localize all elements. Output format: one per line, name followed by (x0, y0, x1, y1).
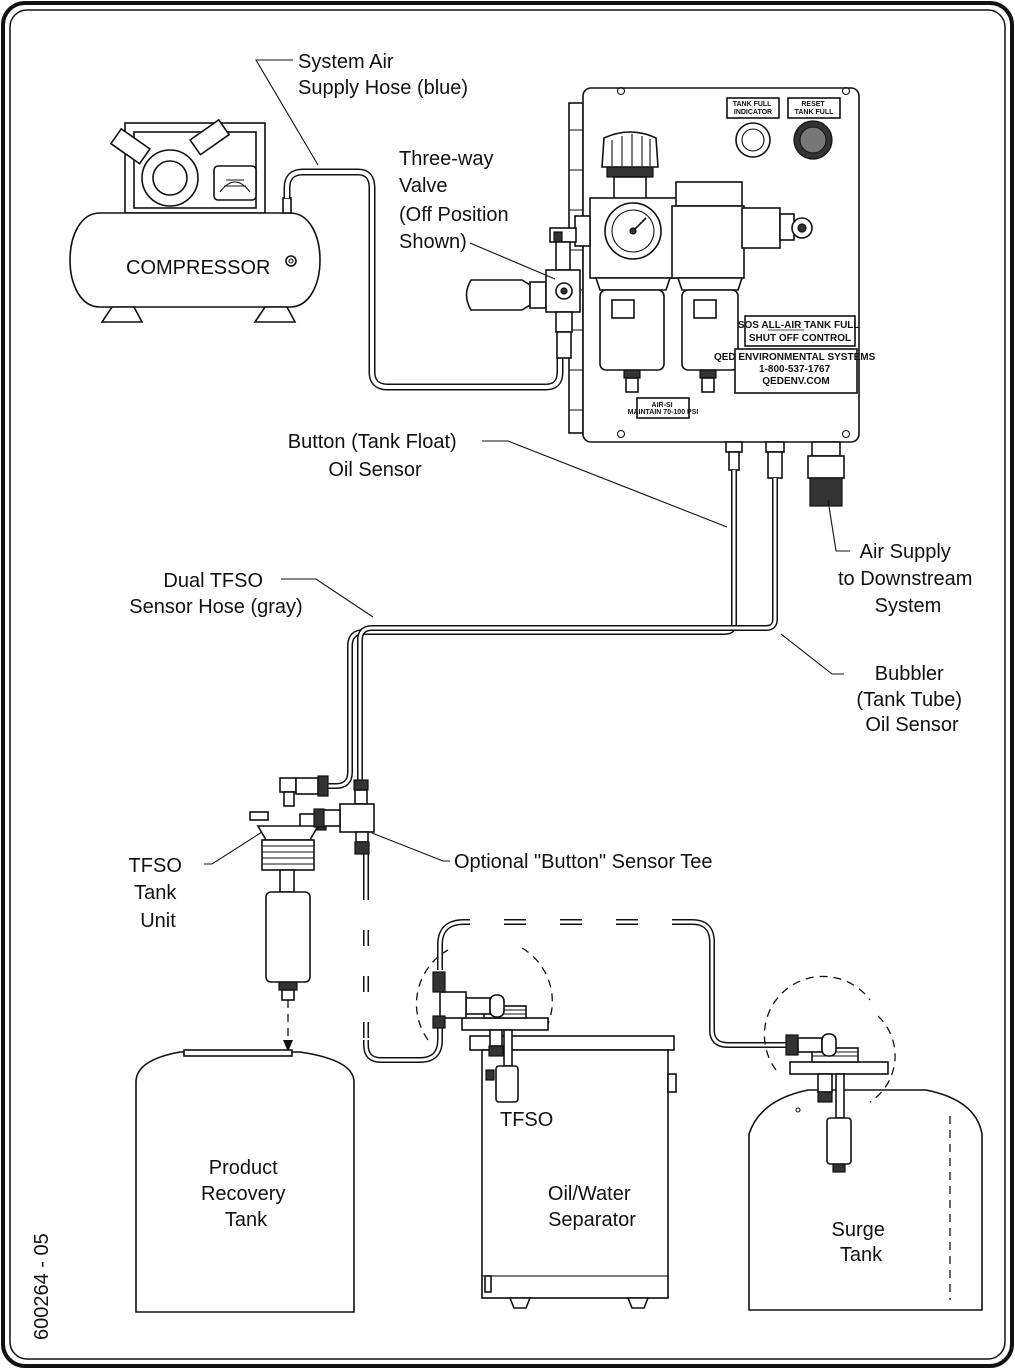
air-supply-downstream-label: Air Supply to Downstream System (838, 541, 978, 617)
system-air-hose-label: System Air Supply Hose (blue) (298, 51, 468, 99)
control-panel (568, 86, 860, 507)
oil-water-separator (415, 947, 677, 1309)
tfso-label: TFSO (500, 1109, 553, 1131)
control-title-plate: SOS ALL-AIR TANK FULL SHUT OFF CONTROL (738, 320, 862, 344)
inner-border (9, 9, 1006, 1360)
bubbler-sensor-hose (357, 478, 778, 800)
bubbler-label: Bubbler (Tank Tube) Oil Sensor (856, 663, 967, 736)
separator-label: Oil/Water Separator (548, 1183, 636, 1231)
optional-tee-label: Optional "Button" Sensor Tee (454, 851, 712, 873)
tfso-tank-unit (249, 775, 329, 1052)
surge-tank (748, 975, 983, 1311)
three-way-valve (465, 227, 581, 359)
three-way-valve-label: Three-way Valve (Off Position Shown) (399, 148, 514, 253)
tfso-tank-unit-label: TFSO Tank Unit (129, 855, 188, 932)
dual-hose-label: Dual TFSO Sensor Hose (gray) (129, 570, 302, 618)
small-plate-text: AIR-SI MAINTAIN 70-100 PSI (628, 402, 699, 416)
surge-tank-label: Surge Tank (832, 1219, 891, 1266)
part-number: 600264 - 05 (31, 1233, 53, 1340)
company-plate: QED ENVIRONMENTAL SYSTEMS 1-800-537-1767… (714, 352, 878, 387)
button-sensor-label: Button (Tank Float) Oil Sensor (288, 431, 463, 481)
reset-plate-text: RESET TANK FULL (795, 101, 834, 116)
product-tank-label: Product Recovery Tank (201, 1157, 291, 1231)
product-recovery-tank (135, 1051, 355, 1313)
leader-lines (204, 59, 850, 865)
indicator-plate-text: TANK FULL INDICATOR (733, 101, 774, 116)
compressor (69, 118, 321, 323)
compressor-label: COMPRESSOR (126, 257, 270, 279)
optional-button-sensor-tee (313, 779, 375, 855)
